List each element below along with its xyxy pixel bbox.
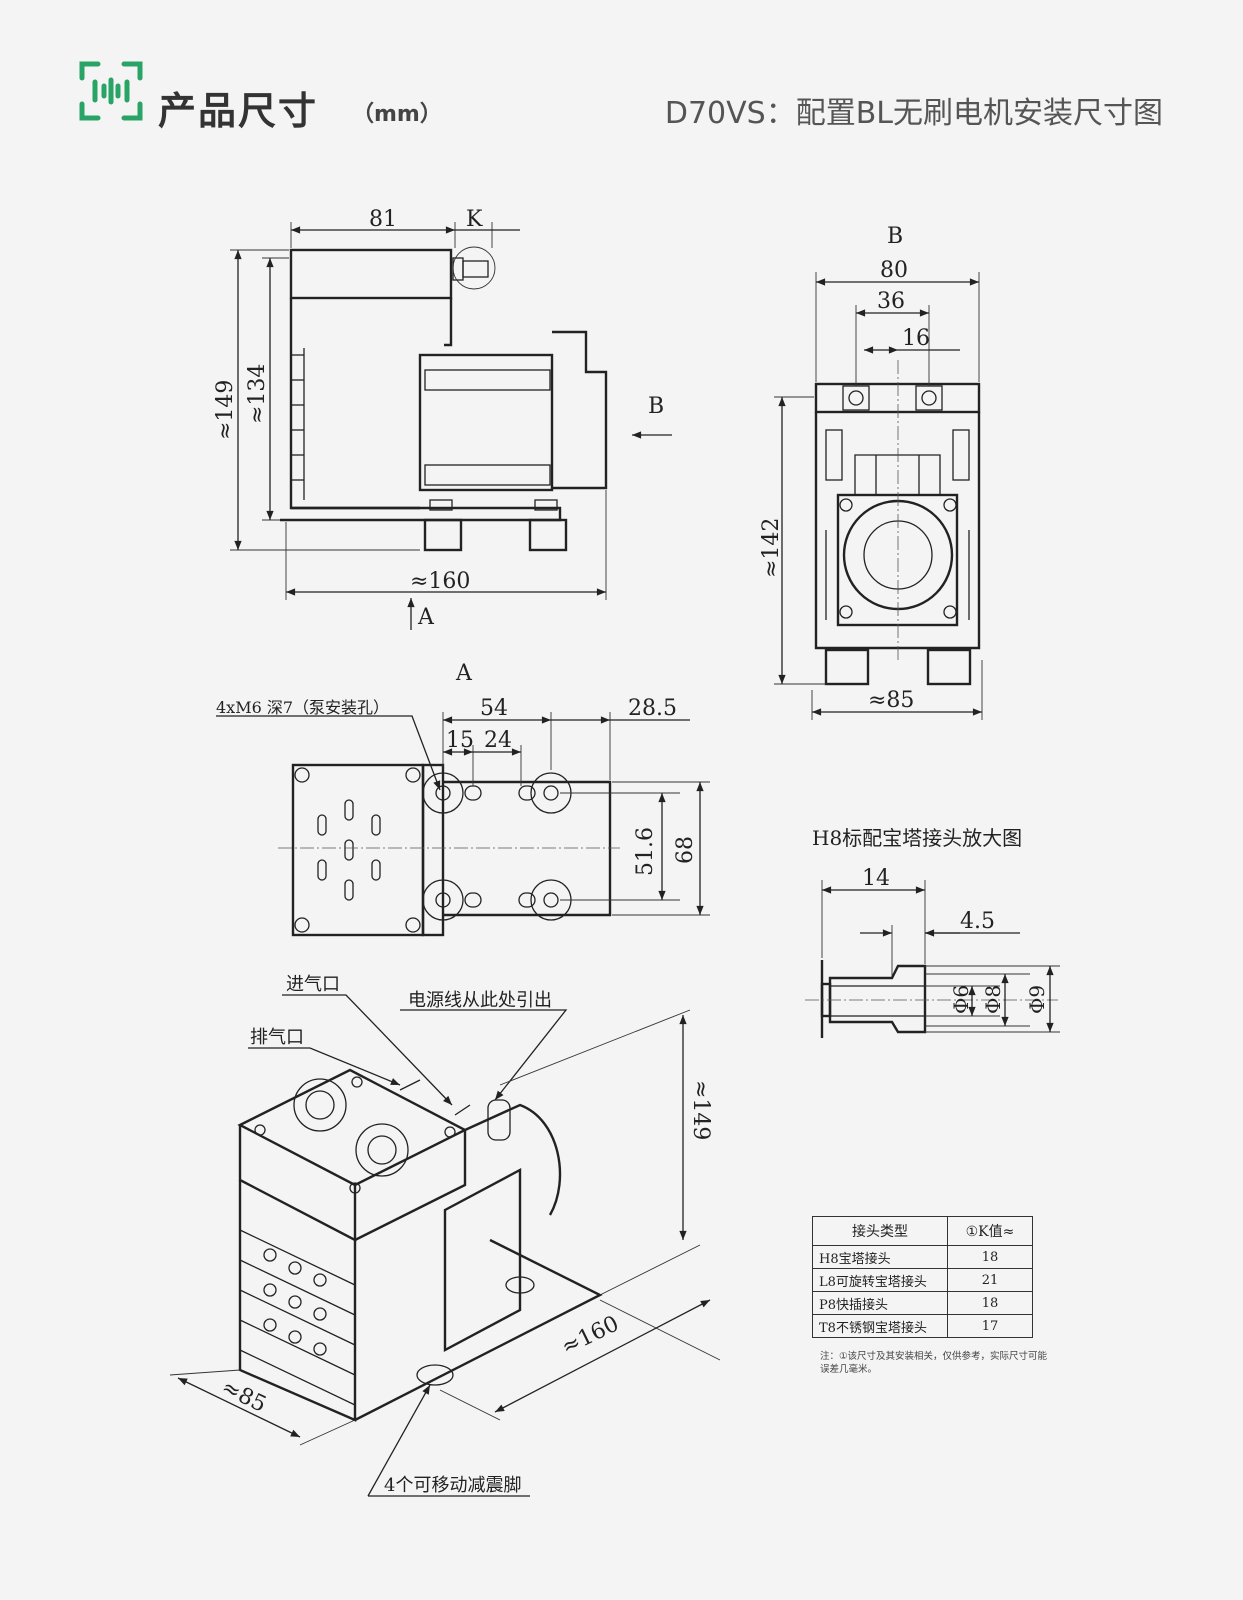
- dim-15: 15: [446, 728, 474, 753]
- dim-149-front: ≈149: [213, 380, 238, 440]
- dim-68: 68: [673, 836, 698, 864]
- dia-9: Φ9: [1025, 985, 1049, 1014]
- cell-k: 18: [947, 1291, 1033, 1315]
- dim-16: 16: [902, 326, 930, 351]
- dia-8: Φ8: [981, 985, 1005, 1014]
- cell-k: 17: [947, 1314, 1033, 1338]
- front-view: 81 K ≈149 ≈134 ≈160 B A: [213, 207, 672, 630]
- unit-label: （mm）: [352, 102, 442, 127]
- col-header-k: ①K值≈: [947, 1216, 1033, 1246]
- table-row: L8可旋转宝塔接头 21: [812, 1268, 1033, 1292]
- view-a: A 54 28.5 15 24: [216, 661, 710, 937]
- table-note: 注：①该尺寸及其安装相关，仅供参考，实际尺寸可能误差几毫米。: [820, 1351, 1048, 1375]
- dim-14: 14: [862, 866, 890, 891]
- dim-80: 80: [880, 258, 908, 283]
- dim-4-5: 4.5: [960, 909, 995, 934]
- dim-160-iso: ≈160: [558, 1311, 623, 1360]
- fitting-title: H8标配宝塔接头放大图: [812, 826, 1022, 850]
- dim-85-b: ≈85: [868, 688, 914, 713]
- label-k: K: [466, 207, 483, 232]
- dim-28-5: 28.5: [628, 696, 677, 721]
- iso-view: 进气口 电源线从此处引出 排气口 4个可移动减震脚 ≈149 ≈160 ≈85: [169, 974, 721, 1497]
- k-value-table: 接头类型 ①K值≈ H8宝塔接头 18 L8可旋转宝塔接头 21 P8快插接头 …: [812, 1216, 1033, 1338]
- dim-51-6: 51.6: [633, 827, 658, 876]
- dim-134-front: ≈134: [245, 364, 270, 424]
- table-row: T8不锈钢宝塔接头 17: [812, 1314, 1033, 1338]
- table-header-row: 接头类型 ①K值≈: [812, 1216, 1033, 1246]
- dim-142: ≈142: [759, 518, 784, 578]
- label-outlet: 排气口: [250, 1027, 304, 1048]
- dim-24: 24: [484, 728, 512, 753]
- cell-k: 18: [947, 1245, 1033, 1269]
- dim-81: 81: [369, 207, 397, 232]
- dim-36: 36: [877, 289, 905, 314]
- label-feet: 4个可移动减震脚: [384, 1475, 521, 1496]
- label-inlet: 进气口: [286, 974, 340, 995]
- page-title: 产品尺寸: [158, 89, 319, 133]
- table-row: P8快插接头 18: [812, 1291, 1033, 1315]
- dim-160-front: ≈160: [410, 569, 470, 594]
- hole-note: 4xM6 深7（泵安装孔）: [216, 698, 389, 717]
- cell-k: 21: [947, 1268, 1033, 1292]
- view-a-title: A: [455, 661, 473, 686]
- col-header-type: 接头类型: [812, 1216, 948, 1246]
- cell-type: H8宝塔接头: [812, 1245, 948, 1269]
- cell-type: L8可旋转宝塔接头: [812, 1268, 948, 1292]
- page-subtitle: D70VS：配置BL无刷电机安装尺寸图: [664, 96, 1163, 131]
- arrow-label-b: B: [648, 394, 664, 419]
- table-row: H8宝塔接头 18: [812, 1245, 1033, 1269]
- label-cable: 电源线从此处引出: [408, 990, 552, 1011]
- dia-6: Φ6: [949, 985, 973, 1014]
- fitting-detail: H8标配宝塔接头放大图 14 4.5 Φ6 Φ8 Φ9: [805, 826, 1060, 1038]
- dim-85-iso: ≈85: [217, 1375, 270, 1418]
- arrow-label-a: A: [417, 605, 435, 630]
- view-b-title: B: [887, 224, 903, 249]
- cell-type: T8不锈钢宝塔接头: [812, 1314, 948, 1338]
- view-b: B 80 36 16 ≈142 ≈85: [759, 224, 983, 720]
- cell-type: P8快插接头: [812, 1291, 948, 1315]
- dim-54: 54: [480, 696, 508, 721]
- dim-149-iso: ≈149: [688, 1080, 713, 1140]
